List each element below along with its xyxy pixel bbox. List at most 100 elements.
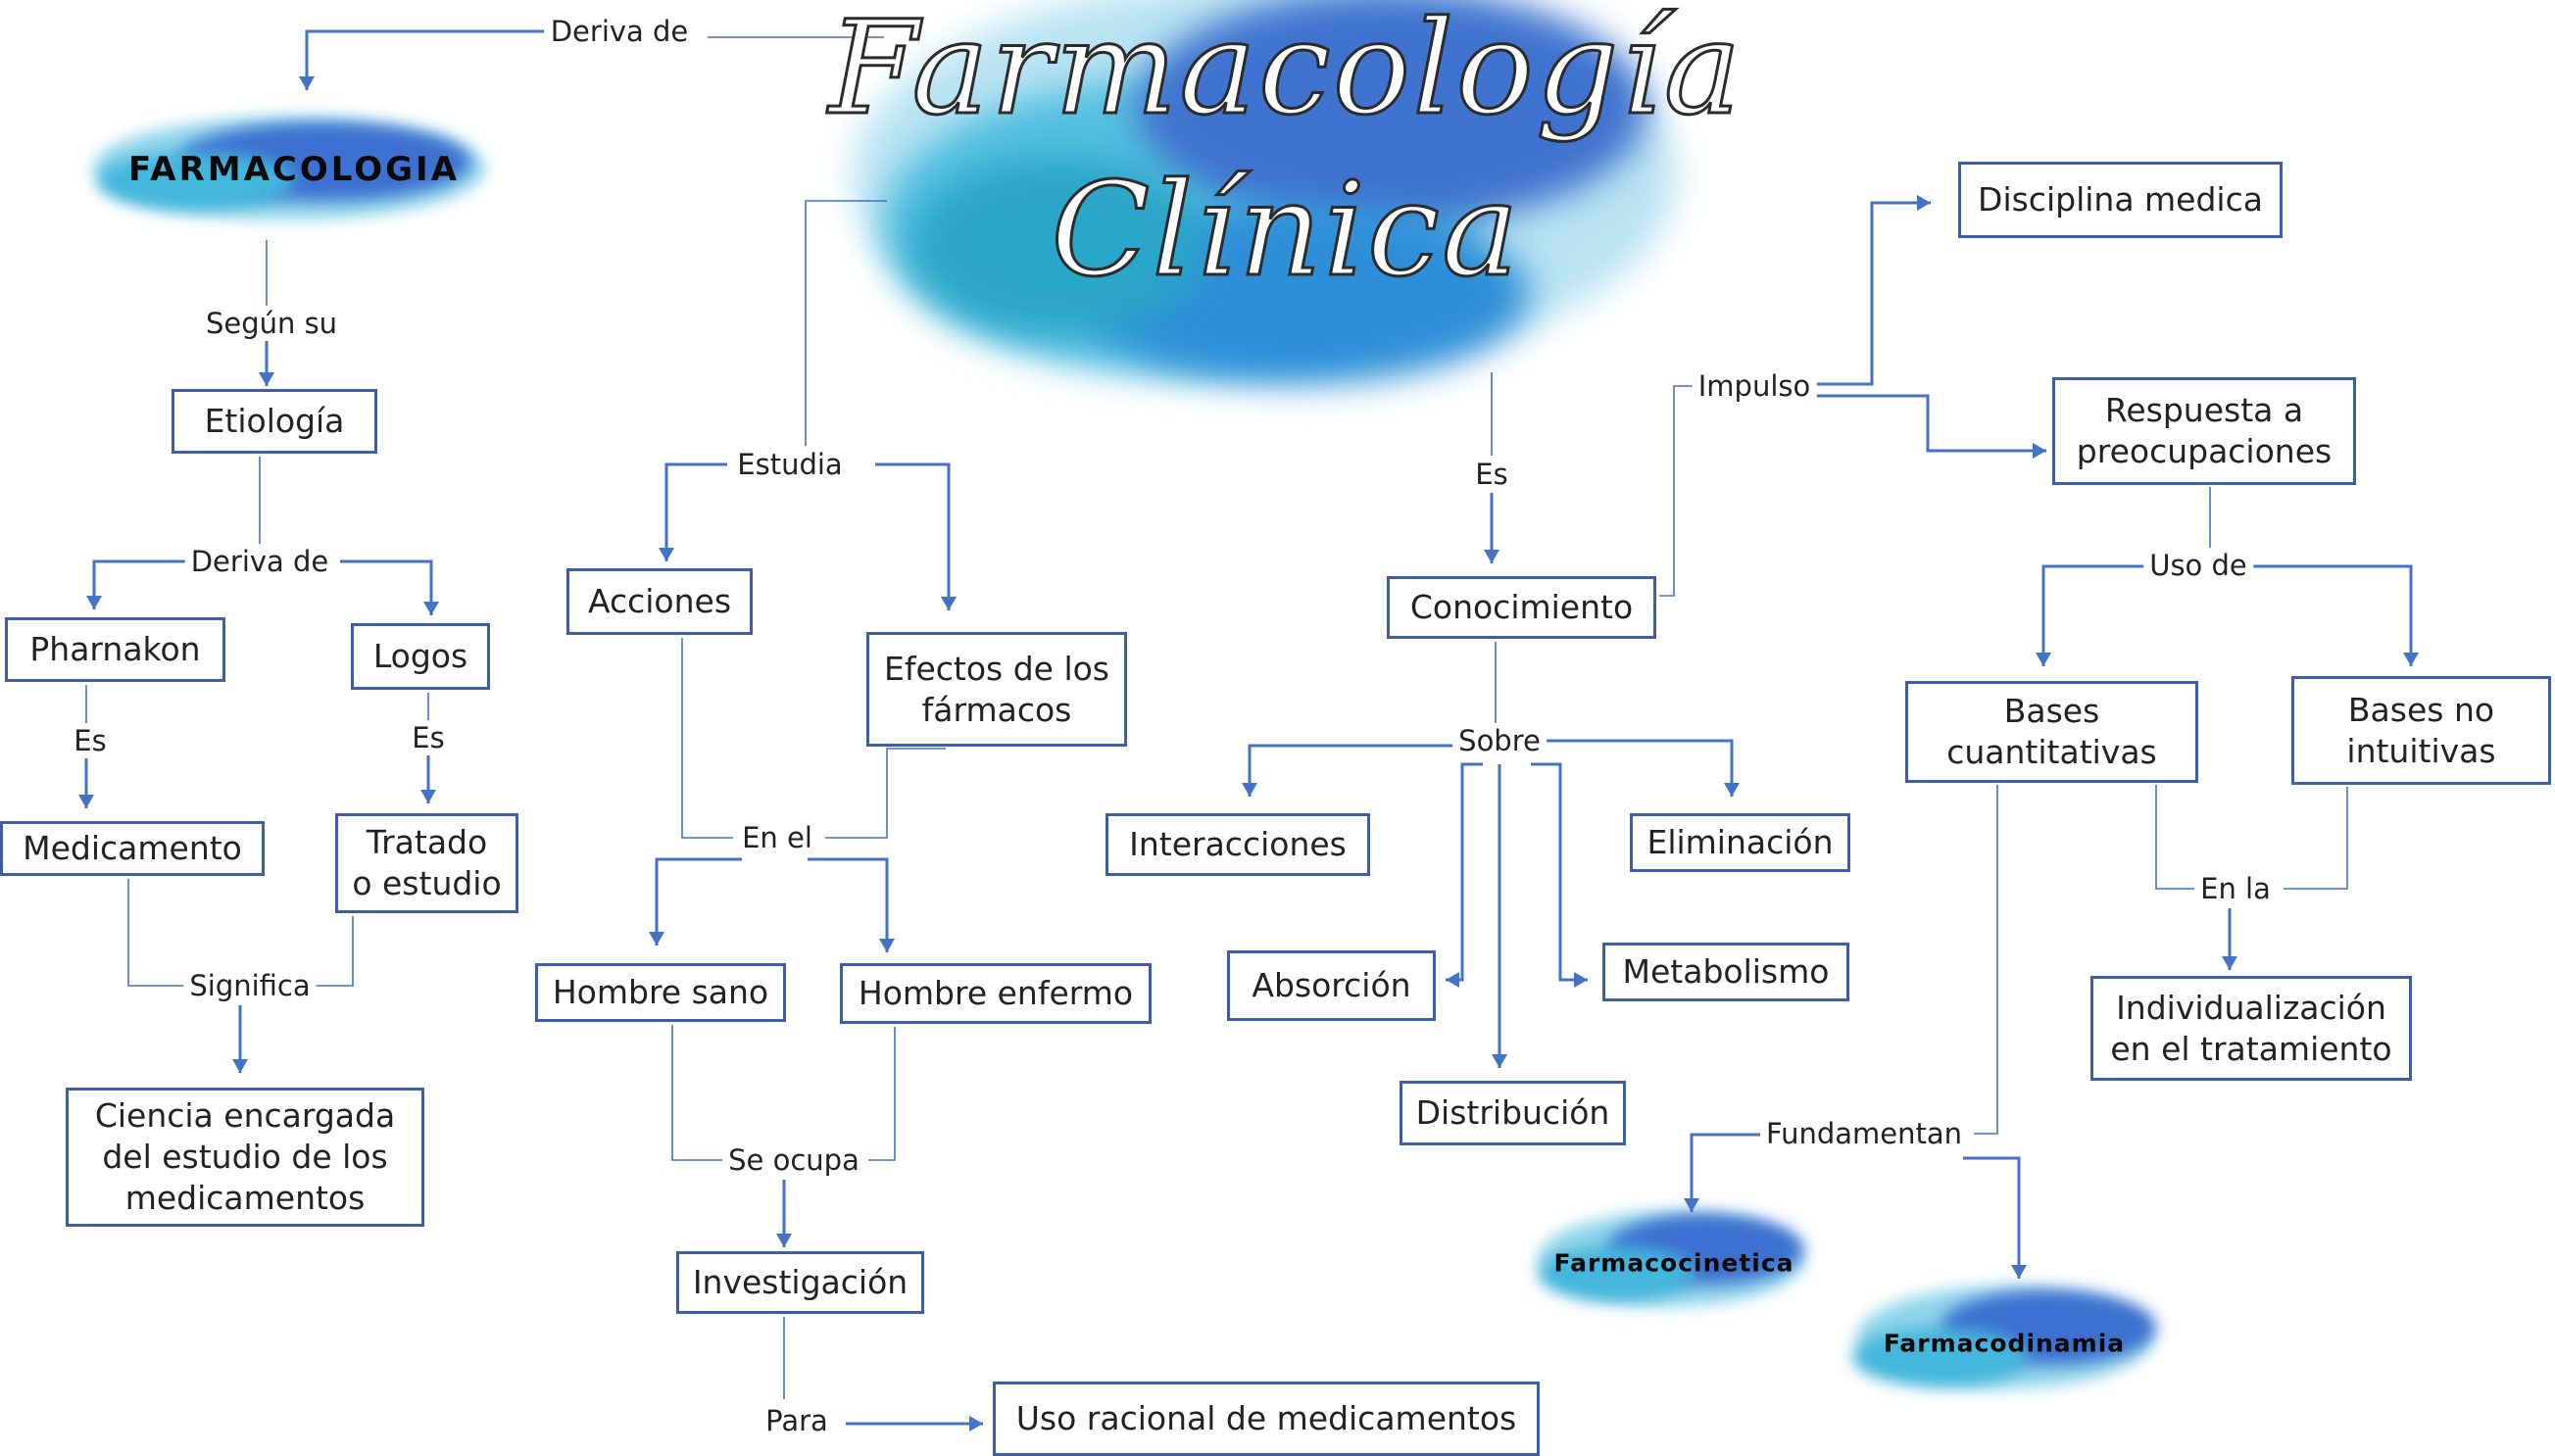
line-acciones-to-en-el — [681, 638, 733, 839]
arrow-sobre-to-metabolismo — [1531, 762, 1588, 982]
arrow-deriva-to-logos-arrowhead — [423, 602, 439, 615]
conocimiento-node: Conocimiento — [1387, 576, 1656, 639]
arrow-en-el-to-hombre-enfermo — [808, 857, 889, 952]
arrow-en-la-to-individualizacion-arrowhead — [2222, 956, 2237, 970]
arrow-fundamentan-to-farmacodinamia-arrowhead — [2011, 1265, 2027, 1279]
title-watercolor — [853, 0, 1676, 382]
arrow-sobre-to-interacciones-arrowhead — [1242, 783, 1257, 797]
metabolismo-node: Metabolismo — [1602, 943, 1849, 1001]
disciplina-node: Disciplina medica — [1958, 162, 2283, 238]
label-uso-de: Uso de — [2143, 548, 2253, 583]
arrow-deriva-to-pharnakon-arrowhead — [86, 596, 102, 609]
line-bases-cuant-to-fundamentan — [1974, 785, 1998, 1135]
investigacion-node: Investigación — [676, 1251, 924, 1314]
arrow-impulso-to-disciplina — [1813, 201, 1931, 386]
label-se-ocupa: Se ocupa — [722, 1142, 865, 1178]
label-estudia: Estudia — [731, 447, 849, 482]
eliminacion-node: Eliminación — [1630, 813, 1850, 872]
medicamento-node: Medicamento — [0, 821, 265, 876]
farmacocinetica-label: Farmacocinetica — [1553, 1248, 1794, 1278]
arrow-estudia-to-acciones-arrowhead — [659, 548, 674, 561]
arrow-significa-to-ciencia-arrowhead — [232, 1059, 248, 1073]
arrow-deriva-to-farmacologia — [305, 29, 544, 90]
interacciones-node: Interacciones — [1106, 813, 1370, 876]
label-fundamentan: Fundamentan — [1759, 1116, 1969, 1151]
label-es-left: Es — [68, 723, 113, 758]
acciones-node: Acciones — [566, 568, 753, 635]
respuesta-node: Respuesta a preocupaciones — [2052, 377, 2356, 485]
arrow-fundamentan-to-farmacocinetica — [1690, 1133, 1760, 1212]
line-medicamento-to-significa — [127, 879, 186, 987]
label-en-la: En la — [2194, 871, 2277, 906]
individualizacion-node: Individualización en el tratamiento — [2090, 976, 2412, 1081]
label-impulso: Impulso — [1692, 368, 1817, 404]
etiologia-node: Etiología — [172, 389, 377, 454]
bases-cuantitativas-node: Bases cuantitativas — [1905, 681, 2198, 783]
label-sobre: Sobre — [1452, 723, 1547, 758]
logos-node: Logos — [351, 623, 490, 690]
line-conocimiento-to-impulso — [1659, 385, 1703, 597]
line-efectos-to-en-el — [825, 748, 946, 839]
absorcion-node: Absorción — [1227, 950, 1436, 1021]
tratado-node: Tratado o estudio — [335, 813, 518, 913]
uso-racional-node: Uso racional de medicamentos — [993, 1382, 1540, 1456]
line-bases-cuant-to-en-la — [2155, 785, 2195, 890]
label-segun-su: Según su — [199, 306, 344, 341]
line-title-to-estudia — [805, 200, 887, 446]
arrow-uso-de-to-bases-no — [2252, 564, 2413, 666]
arrow-se-ocupa-to-investigacion-arrowhead — [776, 1234, 792, 1247]
hombre-enfermo-node: Hombre enfermo — [840, 963, 1152, 1024]
arrow-sobre-to-absorcion — [1446, 762, 1483, 982]
farmacodinamia-label: Farmacodinamia — [1883, 1329, 2126, 1358]
arrow-estudia-to-efectos — [875, 462, 951, 610]
label-deriva-de: Deriva de — [184, 544, 335, 579]
arrow-estudia-to-efectos-arrowhead — [941, 597, 957, 610]
arrow-impulso-to-respuesta-arrowhead — [2033, 443, 2046, 459]
arrow-uso-de-to-bases-no-arrowhead — [2403, 653, 2419, 666]
arrow-impulso-to-respuesta — [1813, 394, 2046, 453]
label-deriva-de-top: Deriva de — [544, 14, 695, 49]
arrow-en-el-to-hombre-sano — [655, 857, 742, 946]
arrow-deriva-to-logos — [340, 559, 433, 615]
arrow-fundamentan-to-farmacocinetica-arrowhead — [1684, 1198, 1699, 1212]
arrow-uso-de-to-bases-cuant — [2041, 564, 2146, 666]
arrow-en-el-to-hombre-sano-arrowhead — [649, 932, 664, 946]
hombre-sano-node: Hombre sano — [535, 963, 786, 1022]
arrow-sobre-to-eliminacion-arrowhead — [1724, 783, 1740, 797]
arrow-deriva-to-farmacologia-arrowhead — [299, 76, 315, 90]
line-bases-no-to-en-la — [2284, 787, 2348, 890]
line-hombre-sano-to-se-ocupa — [671, 1025, 722, 1161]
arrow-para-to-uso-racional-arrowhead — [969, 1416, 983, 1432]
pharnakon-node: Pharnakon — [5, 617, 225, 682]
arrow-uso-de-to-bases-cuant-arrowhead — [2036, 653, 2051, 666]
title-line-2: Clínica — [1050, 155, 1521, 306]
arrow-es-to-tratado-arrowhead — [420, 790, 436, 803]
arrow-es-to-conocimiento-arrowhead — [1484, 550, 1499, 563]
ciencia-node: Ciencia encargada del estudio de los med… — [66, 1088, 424, 1227]
arrow-sobre-to-absorcion-arrowhead — [1446, 972, 1459, 988]
arrow-impulso-to-disciplina-arrowhead — [1917, 195, 1931, 211]
line-hombre-enfermo-to-se-ocupa — [868, 1027, 896, 1161]
arrow-deriva-to-pharnakon — [92, 559, 189, 609]
arrow-sobre-to-interacciones — [1248, 744, 1458, 797]
arrow-es-to-medicamento-arrowhead — [78, 795, 94, 808]
farmacologia-watercolor — [93, 118, 485, 219]
arrow-fundamentan-to-farmacodinamia — [1963, 1156, 2021, 1279]
farmacodinamia-watercolor — [1852, 1286, 2156, 1388]
line-tratado-to-significa — [314, 916, 354, 987]
bases-no-intuitivas-node: Bases no intuitivas — [2291, 676, 2551, 785]
farmacologia-label: FARMACOLOGIA — [127, 150, 461, 189]
arrow-sobre-to-distribucion-arrowhead — [1492, 1054, 1507, 1068]
label-significa: Significa — [183, 968, 317, 1003]
label-en-el: En el — [736, 820, 818, 855]
title-line-1: Farmacología — [827, 0, 1744, 144]
arrow-segun-to-etiologia-arrowhead — [259, 372, 274, 386]
label-para: Para — [760, 1403, 834, 1438]
label-es-right: Es — [406, 720, 451, 755]
arrow-estudia-to-acciones — [664, 462, 727, 561]
arrow-sobre-to-metabolismo-arrowhead — [1574, 972, 1588, 988]
distribucion-node: Distribución — [1400, 1081, 1626, 1145]
